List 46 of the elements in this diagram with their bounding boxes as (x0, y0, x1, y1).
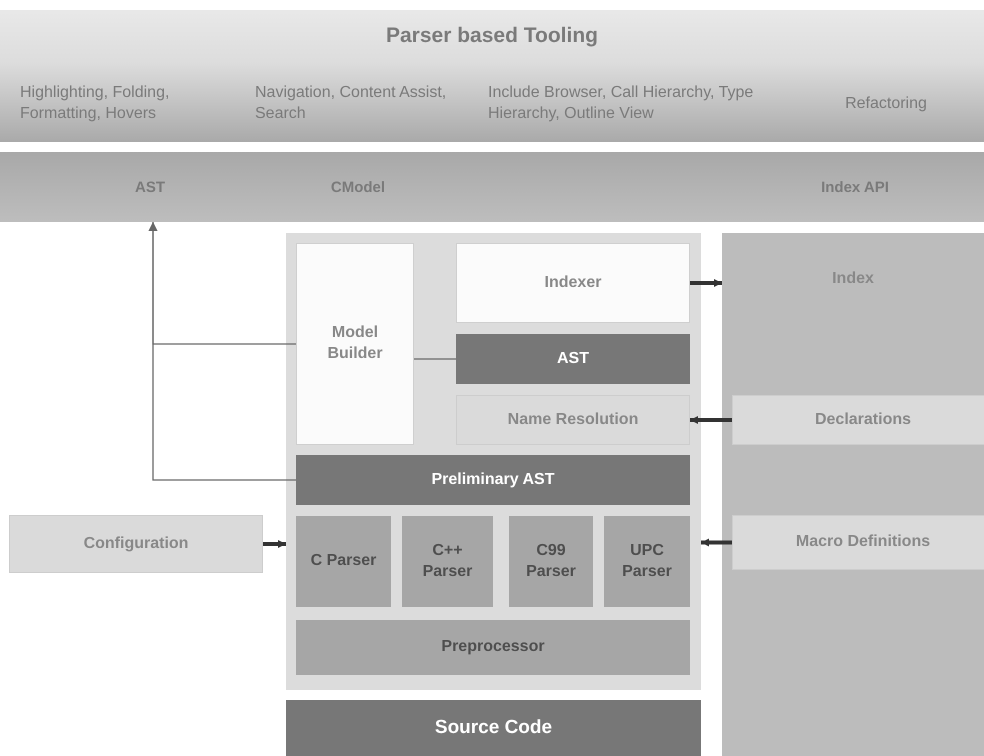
parser-box (402, 516, 493, 607)
feature-label: Highlighting, Folding, Formatting, Hovers (20, 83, 170, 124)
feature-label: Refactoring (844, 94, 928, 114)
parser-box (296, 620, 690, 675)
process-box (456, 334, 690, 384)
arrow (690, 416, 732, 424)
process-box (732, 515, 984, 570)
process-box (296, 243, 414, 445)
box-label: C99 Parser (525, 540, 577, 582)
box-label: C Parser (310, 551, 378, 572)
api-band (0, 152, 984, 222)
arrow (263, 540, 286, 548)
box-label: Model Builder (326, 323, 384, 364)
box-label: Source Code (434, 716, 554, 740)
box-label: Configuration (82, 534, 190, 554)
source-box (286, 700, 701, 756)
process-box (456, 395, 690, 445)
parser-box (509, 516, 593, 607)
api-label: CModel (330, 178, 386, 198)
process-box (296, 455, 690, 505)
arrow (701, 538, 732, 546)
arrow (148, 222, 296, 481)
band-title: Parser based Tooling (385, 23, 599, 49)
box-label: Preliminary AST (430, 470, 556, 490)
process-box (732, 395, 984, 445)
feature-label: Include Browser, Call Hierarchy, Type Hierarchy, Outline View (488, 83, 754, 124)
box-label: Macro Definitions (794, 532, 932, 552)
box-label: C++ Parser (422, 540, 474, 582)
box-label: AST (556, 348, 590, 369)
parser-box (604, 516, 690, 607)
api-label: AST (134, 178, 166, 198)
feature-label: Navigation, Content Assist, Search (255, 83, 448, 124)
box-label: UPC Parser (621, 540, 673, 582)
arrow (690, 279, 722, 287)
parser-box (296, 516, 391, 607)
core-container (286, 233, 701, 690)
process-box (9, 515, 263, 573)
box-label: Name Resolution (506, 410, 640, 430)
box-label: Preprocessor (440, 637, 546, 658)
process-box (456, 243, 690, 323)
box-label: Indexer (544, 272, 602, 293)
connector-line (414, 358, 456, 360)
tooling-band (0, 10, 984, 142)
box-label: Declarations (814, 410, 912, 430)
index-panel (722, 233, 984, 756)
api-label: Index API (820, 178, 890, 198)
